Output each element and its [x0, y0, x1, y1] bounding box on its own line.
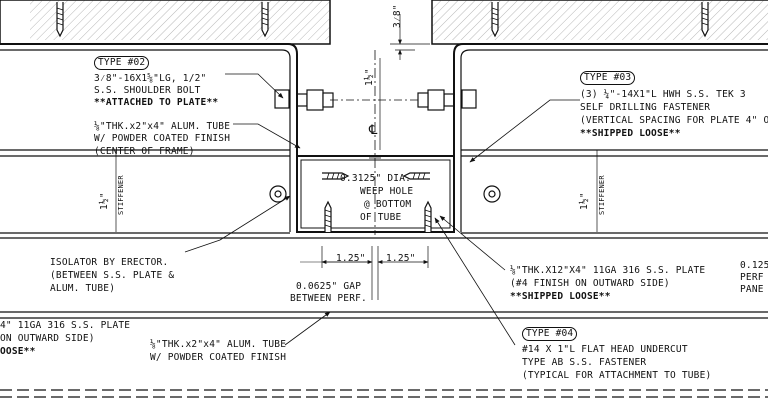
tube2-line1: ⅛"THK.x2"x4" ALUM. TUBE	[150, 339, 287, 350]
type03-tag: TYPE #03	[580, 71, 636, 85]
type03-line1: (3) ¼"-14X1"L HWH S.S. TEK 3	[580, 89, 746, 100]
tube2-line2: W/ POWDER COATED FINISH	[150, 352, 287, 363]
dim-1-5: 1½"	[364, 68, 375, 86]
gap-line2: BETWEEN PERF.	[290, 293, 367, 304]
plate-line1: ⅛"THK.X12"X4" 11GA 316 S.S. PLATE	[510, 265, 706, 276]
alum-tube	[296, 155, 455, 233]
isolator-line2: (BETWEEN S.S. PLATE &	[50, 270, 175, 281]
gap-line1: 0.0625" GAP	[296, 281, 362, 292]
type02-tag: TYPE #02	[94, 56, 150, 70]
type04-line2: TYPE AB S.S. FASTENER	[522, 357, 647, 368]
type02-line3: **ATTACHED TO PLATE**	[94, 97, 219, 108]
dim-3-8: 3⁄8"	[392, 4, 403, 28]
right-stiffener-dim: 1½"	[579, 192, 590, 210]
type04-line1: #14 X 1"L FLAT HEAD UNDERCUT	[522, 344, 688, 355]
dim-125-right: 1.25"	[386, 253, 416, 264]
left-stiffener-dim: 1½"	[99, 192, 110, 210]
right-stiffener-label: STIFFENER	[598, 175, 606, 215]
right-angle-plate	[453, 43, 768, 232]
tube-note-line1: ⅛"THK.x2"x4" ALUM. TUBE	[94, 121, 231, 132]
plate-line3: **SHIPPED LOOSE**	[510, 291, 611, 302]
left-edge-line1: 4" 11GA 316 S.S. PLATE	[0, 320, 131, 331]
type04-tag: TYPE #04	[522, 327, 578, 341]
type02-line2: S.S. SHOULDER BOLT	[94, 85, 201, 96]
tube-note-line3: (CENTER OF FRAME)	[94, 146, 195, 157]
plate-line2: (#4 FINISH ON OUTWARD SIDE)	[510, 278, 670, 289]
left-edge-line3: OOSE**	[0, 346, 36, 357]
tube-note-line2: W/ POWDER COATED FINISH	[94, 133, 231, 144]
weep-line2: WEEP HOLE	[360, 186, 414, 197]
left-shoulder-bolt	[274, 89, 334, 111]
type04-line3: (TYPICAL FOR ATTACHMENT TO TUBE)	[522, 370, 712, 381]
isolator-line3: ALUM. TUBE)	[50, 283, 116, 294]
weep-line1: 0.3125" DIA.	[340, 173, 412, 184]
type03-line4: **SHIPPED LOOSE**	[580, 128, 681, 139]
right-edge-line1: 0.125	[740, 260, 768, 271]
right-edge-line2: PERF	[740, 272, 764, 283]
weep-line3: @ BOTTOM	[364, 199, 412, 210]
left-edge-line2: ON OUTWARD SIDE)	[0, 333, 95, 344]
type02-line1: 3⁄8"-16X1⅝"LG, 1/2"	[94, 73, 207, 84]
centerline-symbol: ℄	[369, 123, 378, 138]
right-shoulder-bolt	[417, 89, 477, 111]
left-angle-plate	[0, 43, 298, 232]
type03-line3: (VERTICAL SPACING FOR PLATE 4" O.	[580, 115, 768, 126]
isolator-line1: ISOLATOR BY ERECTOR.	[50, 257, 169, 268]
weep-line4: OF TUBE	[360, 212, 402, 223]
right-edge-line3: PANE	[740, 284, 764, 295]
left-stiffener-label: STIFFENER	[117, 175, 125, 215]
type03-line2: SELF DRILLING FASTENER	[580, 102, 711, 113]
dim-125-left: 1.25"	[336, 253, 366, 264]
